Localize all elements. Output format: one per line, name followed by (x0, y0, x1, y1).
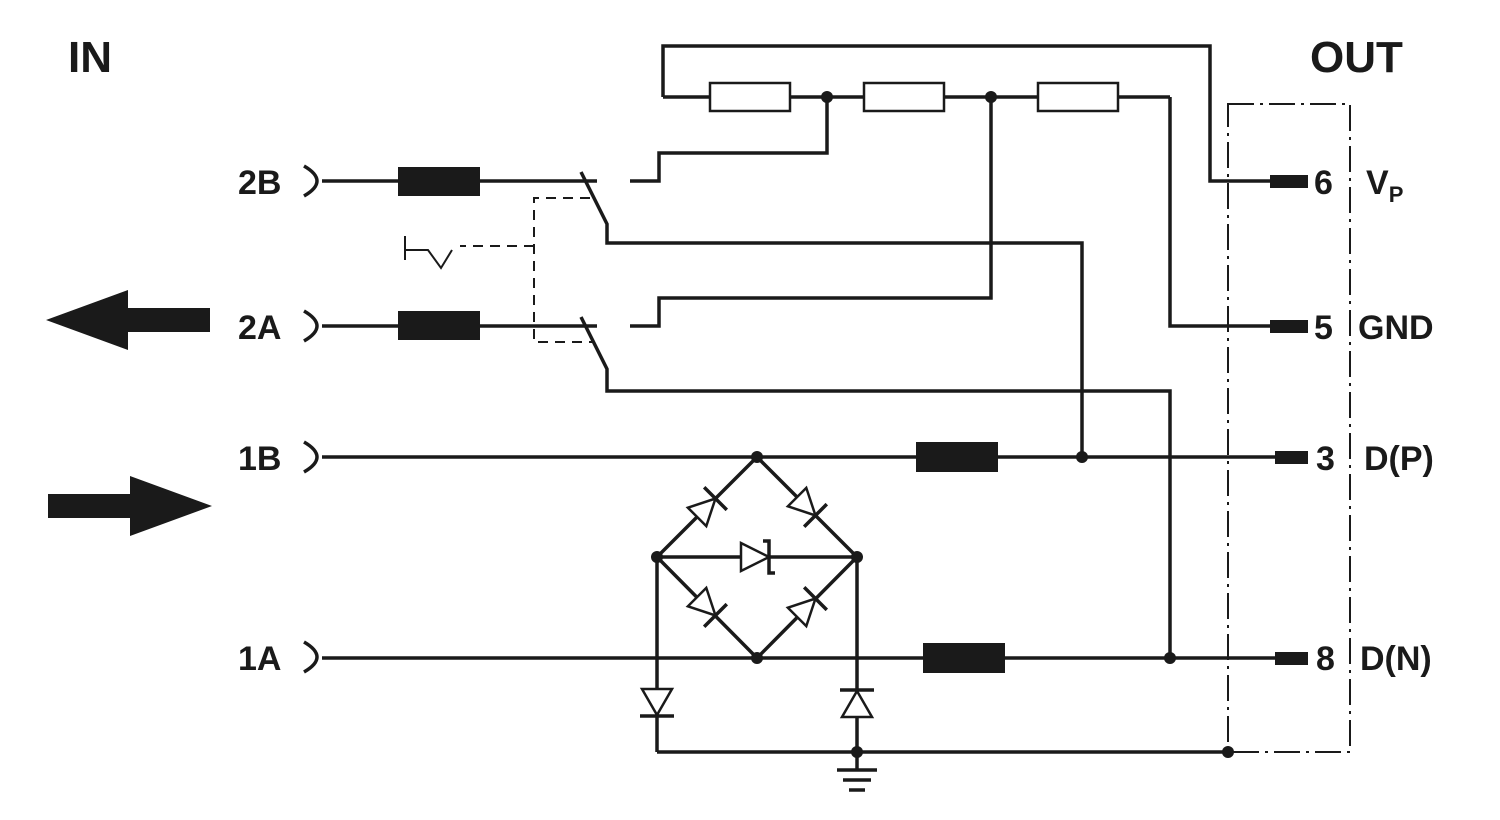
inductor-2b (398, 167, 480, 196)
in-header: IN (68, 33, 112, 82)
inductor-1b (916, 442, 998, 472)
socket-2b (303, 164, 319, 198)
pin-8-number: 8 (1316, 640, 1335, 678)
ground-icon (837, 768, 877, 792)
pin-6-number: 6 (1314, 164, 1333, 202)
bridge-diodes (685, 485, 829, 629)
pin-6-label-sub: P (1389, 182, 1404, 207)
wire-gnd (1168, 97, 1275, 328)
socket-1b (303, 440, 319, 474)
diode-top-left (685, 485, 729, 529)
resistor-1 (708, 81, 792, 113)
resistors (708, 81, 1120, 113)
pin-5-label: GND (1358, 309, 1434, 347)
pin-5-terminal (1270, 320, 1308, 333)
switch-2b-blade (579, 171, 1084, 457)
zener-diode-center (739, 539, 775, 575)
clamp-diodes (639, 687, 875, 719)
junctions (651, 91, 1234, 758)
pin-8-terminal (1275, 652, 1308, 665)
output-enclosure (1227, 103, 1351, 753)
wire-vp-loop (661, 44, 1275, 183)
wiring (322, 44, 1275, 770)
input-label-2a: 2A (238, 309, 281, 347)
inductor-2a (398, 311, 480, 340)
output-pins (1270, 175, 1308, 665)
relay-symbol (404, 236, 453, 270)
inductor-1a (923, 643, 1005, 673)
input-label-1a: 1A (238, 640, 281, 678)
relay-coil-icon (404, 197, 592, 343)
input-label-2b: 2B (238, 164, 281, 202)
switch-2a-blade (579, 316, 1172, 658)
switch-2a-nc (630, 97, 993, 328)
pin-8-label: D(N) (1360, 640, 1432, 678)
pin-3-label: D(P) (1364, 440, 1434, 478)
relay-link (533, 197, 592, 343)
pin-6-terminal (1270, 175, 1308, 188)
socket-2a (303, 309, 319, 343)
left-arrow-icon (46, 290, 210, 350)
pin-3-number: 3 (1316, 440, 1335, 478)
socket-1a (303, 640, 319, 674)
resistor-3 (1036, 81, 1120, 113)
pin-6-label-main: V (1366, 164, 1389, 202)
inductors (398, 167, 1005, 673)
input-sockets (303, 164, 319, 674)
diode-top-right (785, 485, 829, 529)
right-arrow-icon (48, 476, 212, 536)
switch-2b-nc (630, 97, 829, 183)
resistor-2 (862, 81, 946, 113)
pin-3-terminal (1275, 451, 1308, 464)
diode-bottom-right (785, 585, 829, 629)
diode-clamp-right (839, 688, 875, 719)
diode-clamp-left (639, 687, 675, 718)
pin-5-number: 5 (1314, 309, 1333, 347)
pin-6-label: VP (1366, 164, 1403, 207)
input-label-1b: 1B (238, 440, 281, 478)
out-header: OUT (1310, 33, 1403, 82)
diode-bottom-left (685, 585, 729, 629)
